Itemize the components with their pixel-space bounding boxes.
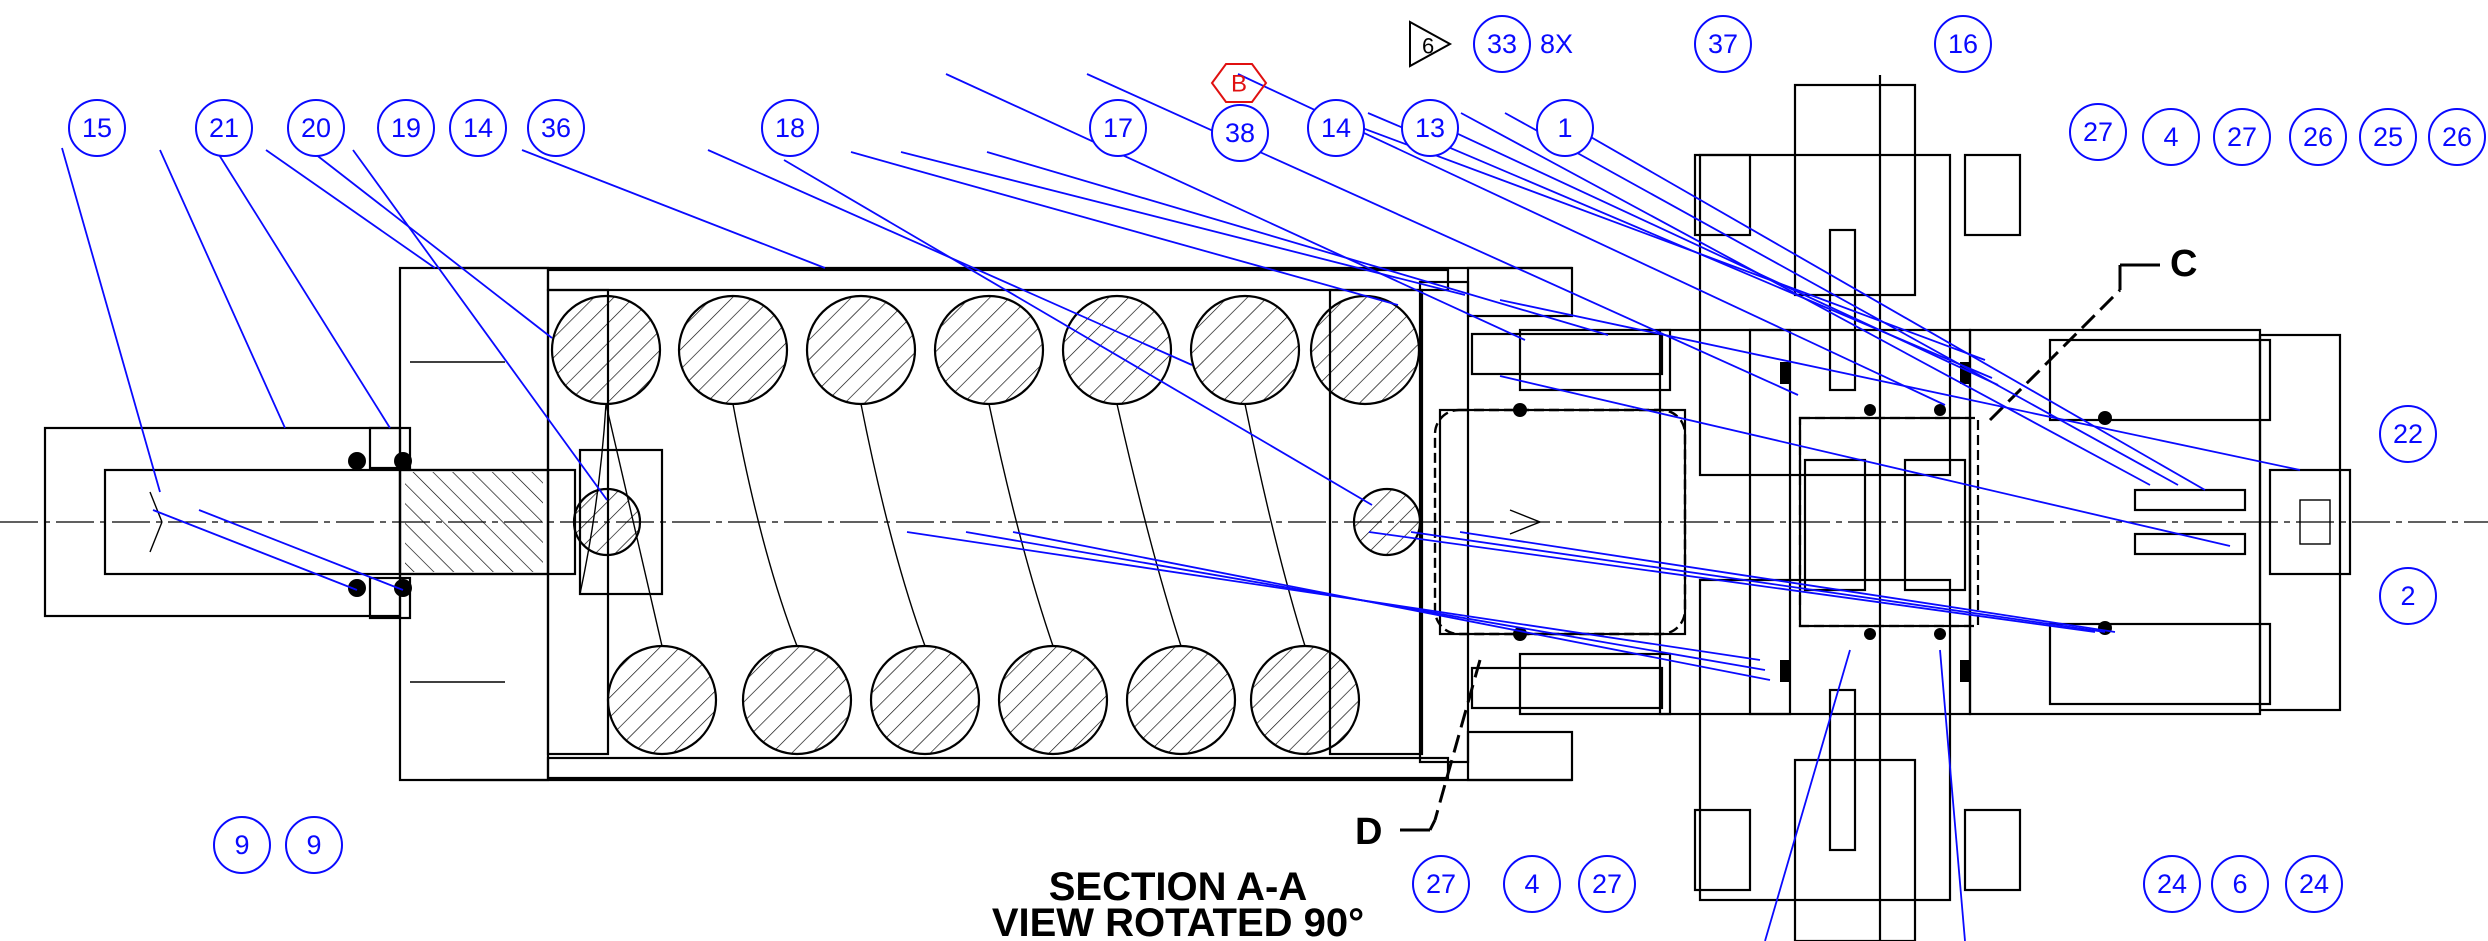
revision-flag: B: [1210, 63, 1268, 103]
balloon-label: 21: [209, 113, 239, 143]
balloon-label: 26: [2442, 122, 2472, 152]
balloon-label: 9: [234, 830, 249, 860]
balloon-27d[interactable]: 27: [1578, 855, 1636, 913]
balloon-label: 4: [2163, 122, 2178, 152]
balloon-label: 24: [2299, 869, 2329, 899]
balloon-label: 25: [2373, 122, 2403, 152]
balloon-label: 38: [1225, 118, 1255, 148]
balloon-label: 14: [1321, 113, 1351, 143]
mechanical-section-linework: [0, 75, 2488, 941]
balloon-label: 13: [1415, 113, 1445, 143]
balloon-label: 27: [2083, 117, 2113, 147]
balloon-16[interactable]: 16: [1934, 15, 1992, 73]
balloon-38[interactable]: 38: [1211, 104, 1269, 162]
leader-lines: [61, 73, 2301, 941]
balloon-label: 36: [541, 113, 571, 143]
balloon-14a[interactable]: 14: [449, 99, 507, 157]
balloon-15[interactable]: 15: [68, 99, 126, 157]
balloon-label: 26: [2303, 122, 2333, 152]
balloon-9b[interactable]: 9: [285, 816, 343, 874]
balloon-2[interactable]: 2: [2379, 567, 2437, 625]
balloon-22[interactable]: 22: [2379, 405, 2437, 463]
balloon-label: 18: [775, 113, 805, 143]
section-caption-subtitle: VIEW ROTATED 90°: [992, 901, 1364, 941]
balloon-27a[interactable]: 27: [2069, 103, 2127, 161]
balloon-label: 14: [463, 113, 493, 143]
balloon-label: 27: [2227, 122, 2257, 152]
balloon-24a[interactable]: 24: [2143, 855, 2201, 913]
balloon-label: 24: [2157, 869, 2187, 899]
weld-symbol-label: 6: [1422, 34, 1434, 59]
section-caption-title: SECTION A-A: [1049, 865, 1308, 909]
view-label-d: D: [1355, 811, 1382, 853]
weld-symbol: 6: [1409, 20, 1453, 68]
balloon-label: 1: [1557, 113, 1572, 143]
balloon-label: 17: [1103, 113, 1133, 143]
balloon-label: 2: [2400, 581, 2415, 611]
balloon-26b[interactable]: 26: [2428, 108, 2486, 166]
balloon-label: 4: [1524, 869, 1539, 899]
revision-flag-label: B: [1231, 71, 1247, 98]
balloon-37[interactable]: 37: [1694, 15, 1752, 73]
balloon-14b[interactable]: 14: [1307, 99, 1365, 157]
balloon-36[interactable]: 36: [527, 99, 585, 157]
balloon-27c[interactable]: 27: [1412, 855, 1470, 913]
balloon-17[interactable]: 17: [1089, 99, 1147, 157]
balloon-25[interactable]: 25: [2359, 108, 2417, 166]
balloon-label: 33: [1487, 29, 1517, 59]
balloon-6[interactable]: 6: [2211, 855, 2269, 913]
balloon-4a[interactable]: 4: [2142, 108, 2200, 166]
balloon-label: 27: [1592, 869, 1622, 899]
balloon-label: 22: [2393, 419, 2423, 449]
balloon-label: 15: [82, 113, 112, 143]
balloon-label: 6: [2232, 869, 2247, 899]
balloon-label: 27: [1426, 869, 1456, 899]
balloon-label: 16: [1948, 29, 1978, 59]
balloon-1[interactable]: 1: [1536, 99, 1594, 157]
balloon-label: 19: [391, 113, 421, 143]
balloon-33[interactable]: 33: [1473, 15, 1531, 73]
view-label-c: C: [2170, 243, 2197, 285]
balloon-label: 20: [301, 113, 331, 143]
balloon-20[interactable]: 20: [287, 99, 345, 157]
balloon-13[interactable]: 13: [1401, 99, 1459, 157]
balloon-19[interactable]: 19: [377, 99, 435, 157]
balloon-21[interactable]: 21: [195, 99, 253, 157]
balloon-label: 9: [306, 830, 321, 860]
balloon-27b[interactable]: 27: [2213, 108, 2271, 166]
quantity-note: 8X: [1540, 29, 1573, 59]
balloon-26a[interactable]: 26: [2289, 108, 2347, 166]
balloon-9a[interactable]: 9: [213, 816, 271, 874]
balloon-4b[interactable]: 4: [1503, 855, 1561, 913]
balloon-24b[interactable]: 24: [2285, 855, 2343, 913]
balloon-18[interactable]: 18: [761, 99, 819, 157]
balloon-label: 37: [1708, 29, 1738, 59]
